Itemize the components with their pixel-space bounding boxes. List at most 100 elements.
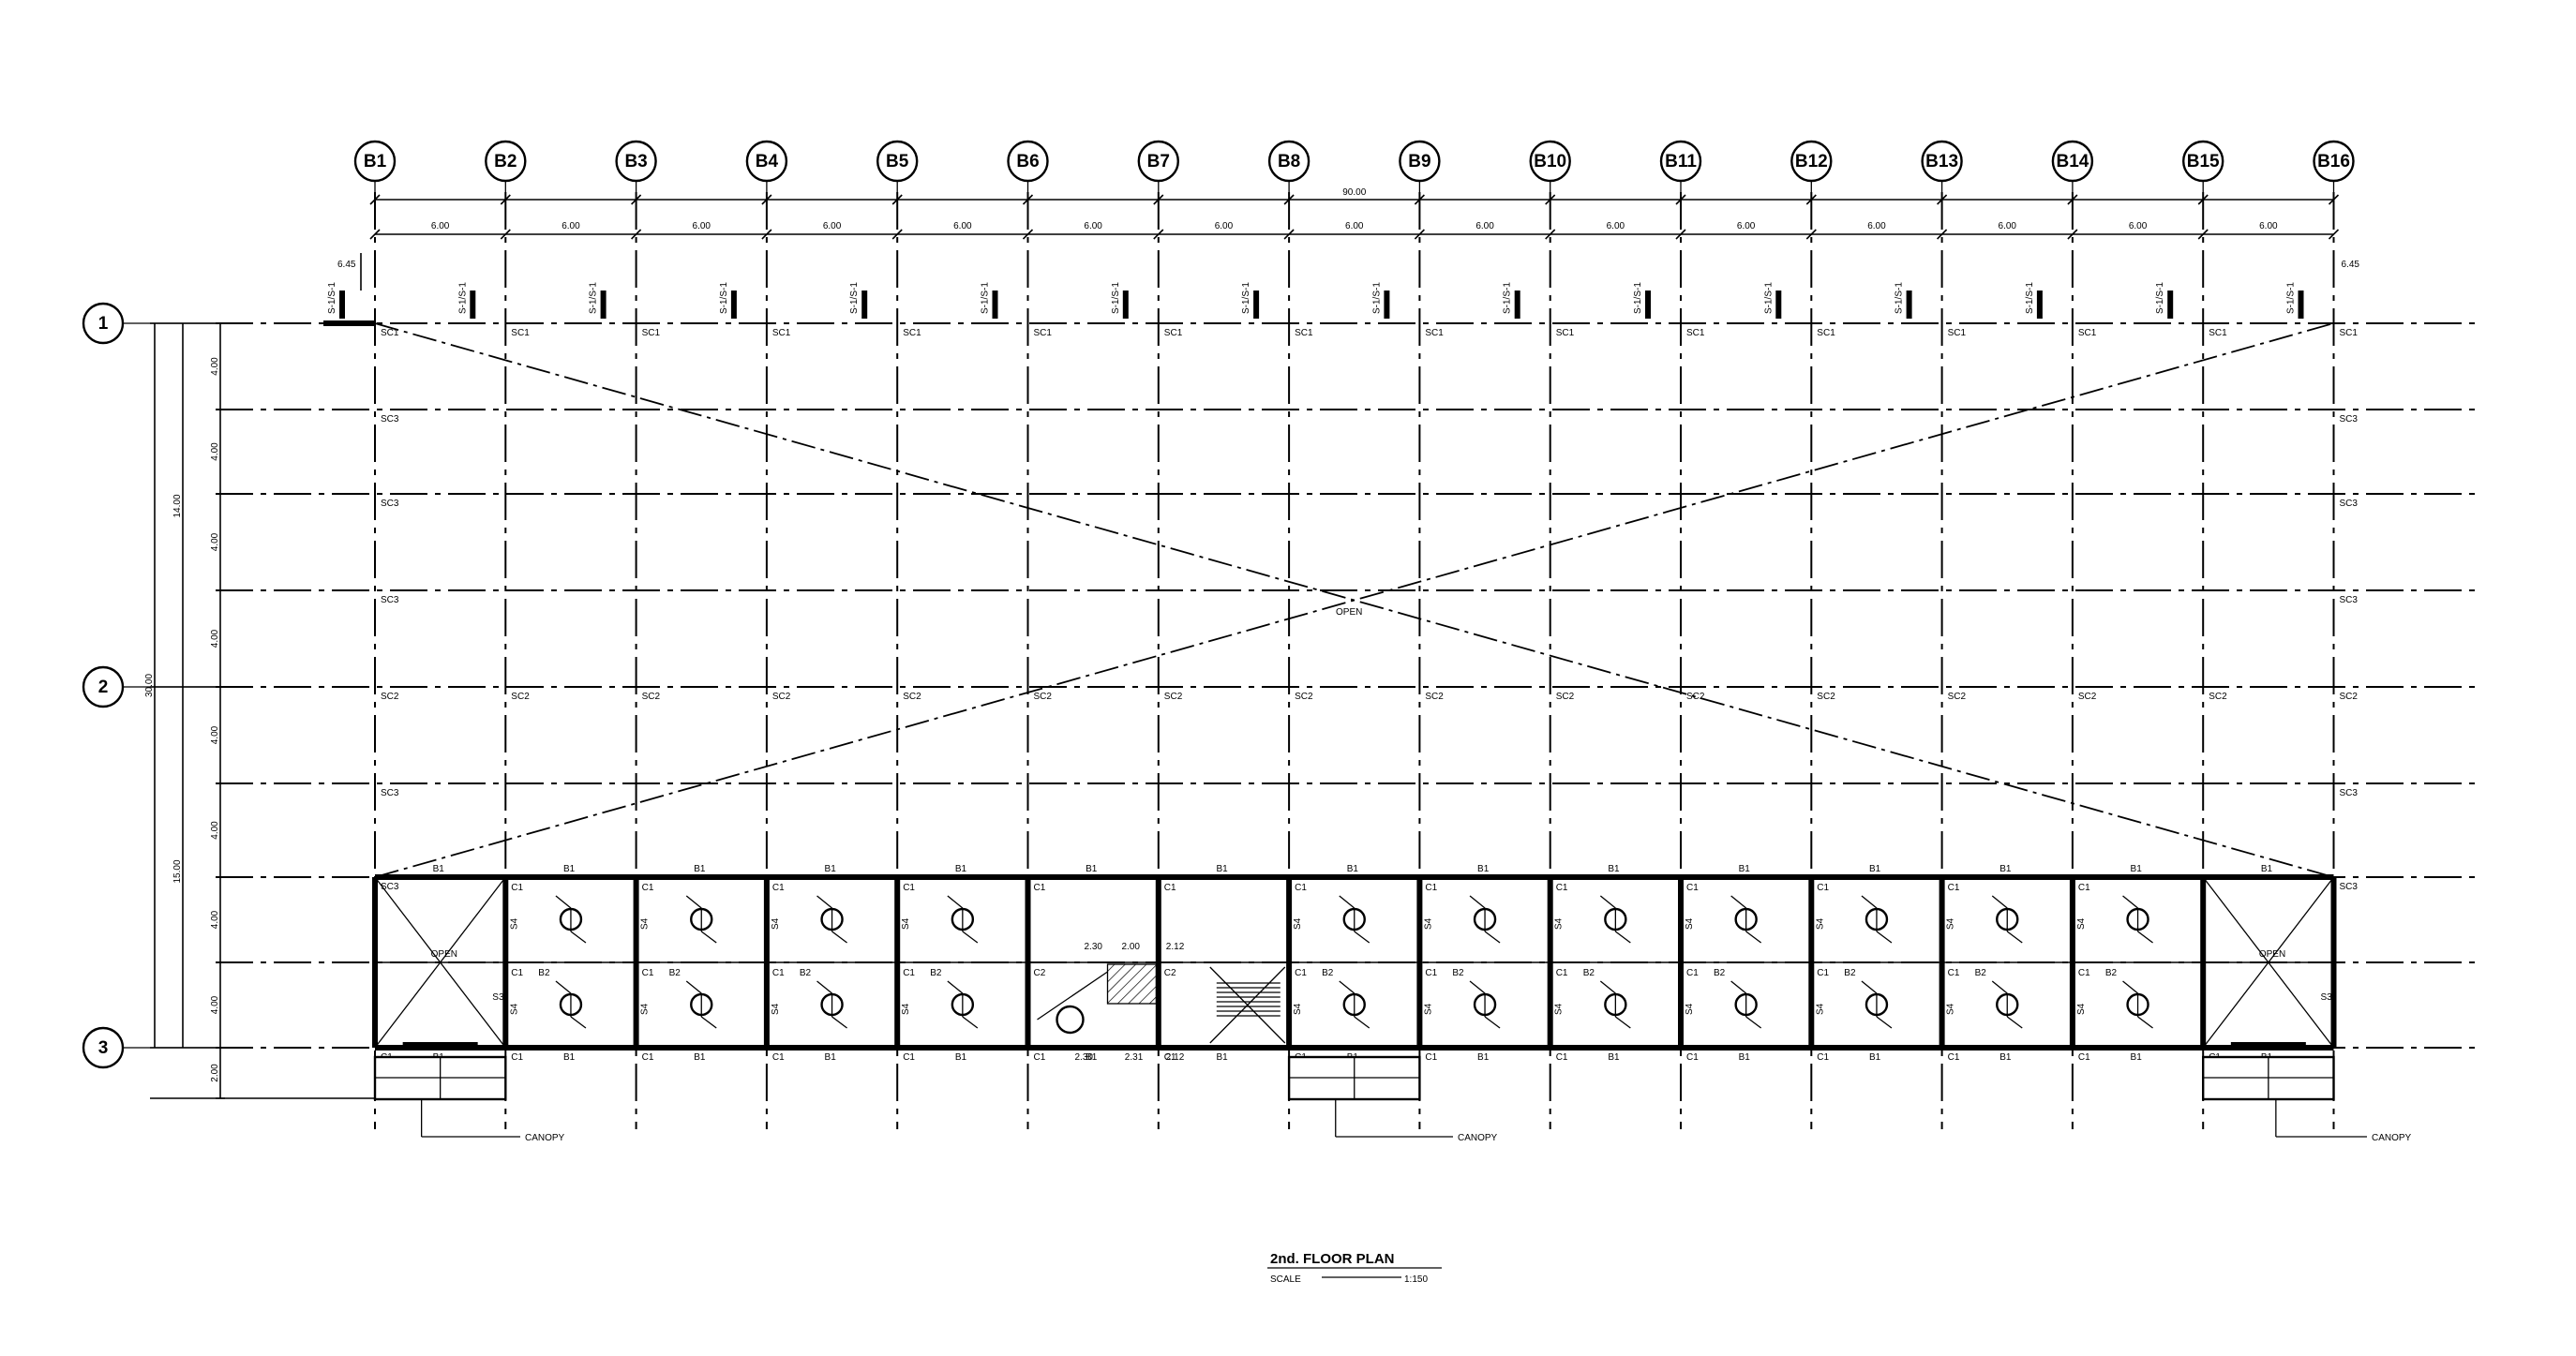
span-arrow-bot-4-1: [962, 1016, 979, 1029]
vdim-bay-2: 4.00: [210, 532, 220, 551]
section-mark-2: S-1/S-1: [589, 282, 599, 314]
drawing-title: 2nd. FLOOR PLAN: [1270, 1251, 1395, 1267]
grid-bubble-B14: [2051, 140, 2094, 183]
dim-tick-0: [369, 229, 381, 240]
bay-dim-text-11: 6.00: [1867, 221, 1886, 231]
dim-tick-11: [1805, 229, 1817, 240]
beam-label-b-3: B1: [825, 1052, 837, 1063]
span-arrow-bot-11-0: [1876, 931, 1893, 944]
section-mark-12: S-1/S-1: [1895, 282, 1905, 314]
grid-bubble-B10: [1529, 140, 1571, 183]
dim-tick-top-2: [631, 194, 642, 205]
bay-dim-text-6: 6.00: [1215, 221, 1234, 231]
grid-bubble-label-B8: B8: [1278, 152, 1300, 171]
grid-bubble-B1: [353, 140, 397, 183]
dim-tick-top-5: [1022, 194, 1034, 205]
beam-label-c-12: C1: [1948, 1052, 1960, 1063]
slab-label-right-2: SC3: [2340, 595, 2359, 605]
bay-b2-13-1: B2: [2105, 968, 2118, 978]
span-arrow-top-11-0: [1861, 895, 1878, 909]
section-mark-4: S-1/S-1: [849, 282, 860, 314]
beam-label-b-2: B1: [694, 1052, 706, 1063]
span-arrow-top-9-1: [1599, 980, 1616, 994]
beam-label-top-5: B1: [1086, 864, 1098, 874]
edge-dim-right: 6.45: [2342, 260, 2360, 270]
bay-dim-text-5: 6.00: [1084, 221, 1102, 231]
slab-label-right-4: SC3: [2340, 882, 2359, 892]
vdim-bottom: 2.00: [210, 1064, 220, 1082]
bay-dim-text-10: 6.00: [1737, 221, 1756, 231]
stair-dim-2: 2.12: [1166, 942, 1185, 952]
grid-bubble-row-label-2: 2: [98, 678, 109, 697]
span-arrow-top-1-0: [555, 895, 572, 909]
span-arrow-bot-9-1: [1614, 1016, 1631, 1029]
grid-bubble-label-B6: B6: [1016, 152, 1039, 171]
dim-tick-12: [1937, 229, 1948, 240]
bay-dim-text-7: 6.00: [1345, 221, 1364, 231]
open-bay-x2-14: [2202, 876, 2335, 1049]
beam-label-b-8: B1: [1477, 1052, 1490, 1063]
span-arrow-top-4-0: [947, 895, 964, 909]
bay-dim-text-4: 6.00: [953, 221, 972, 231]
bay-s-3-0: S4: [771, 917, 781, 930]
slab-label-row1-1: SC1: [511, 328, 530, 338]
slab-label-row2-0: SC2: [381, 692, 399, 702]
bay-s-9-1: S4: [1554, 1003, 1565, 1015]
bay-c-12-0: C1: [1948, 883, 1960, 893]
vdim-upper: 14.00: [172, 494, 183, 517]
grid-bubble-label-B5: B5: [886, 152, 909, 171]
span-arrow-bot-2-0: [700, 931, 717, 944]
bay-c2-6: C2: [1164, 968, 1176, 978]
bay-c-13-0: C1: [2078, 883, 2090, 893]
bay-b2-10-1: B2: [1714, 968, 1726, 978]
slab-label-row1-7: SC1: [1295, 328, 1313, 338]
bay-c-2-1: C1: [642, 968, 654, 978]
bay-c-2-0: C1: [642, 883, 654, 893]
bay-c1-6: C1: [1164, 883, 1176, 893]
grid-bubble-B3: [615, 140, 657, 183]
grid-bubble-row-1: [82, 302, 125, 345]
beam-label-c-10: C1: [1686, 1052, 1699, 1063]
open-bay-x2-0: [374, 876, 506, 1049]
slab-label-row2-10: SC2: [1686, 692, 1705, 702]
bay-dim-text-12: 6.00: [1999, 221, 2017, 231]
slab-label-left-3: SC3: [381, 788, 399, 798]
span-arrow-bot-3-0: [831, 931, 847, 944]
grid-bubble-label-B10: B10: [1534, 152, 1566, 171]
beam-label-top-9: B1: [1608, 864, 1620, 874]
grid-bubble-B5: [876, 140, 919, 183]
beam-label-top-12: B1: [1999, 864, 2012, 874]
bay-dim-text-1: 6.00: [562, 221, 580, 231]
bay-b2-3-1: B2: [800, 968, 812, 978]
span-arrow-top-8-1: [1469, 980, 1486, 994]
slab-label-left-1: SC3: [381, 499, 399, 509]
grid-bubble-B7: [1137, 140, 1180, 183]
bay-b2-8-1: B2: [1452, 968, 1464, 978]
span-arrow-top-10-1: [1730, 980, 1747, 994]
grid-bubble-B13: [1921, 140, 1963, 183]
span-arrow-top-10-0: [1730, 895, 1747, 909]
stair-tag: [1056, 1005, 1085, 1035]
span-arrow-bot-9-0: [1614, 931, 1631, 944]
bay-dim-text-3: 6.00: [823, 221, 842, 231]
grid-bubble-label-B2: B2: [494, 152, 517, 171]
grid-bubble-row-label-3: 3: [98, 1038, 109, 1058]
section-mark-11: S-1/S-1: [1763, 282, 1774, 314]
bay-s-8-0: S4: [1423, 917, 1433, 930]
span-arrow-bot-1-1: [570, 1016, 587, 1029]
section-mark-14: S-1/S-1: [2155, 282, 2165, 314]
dim-tick-3: [761, 229, 772, 240]
beam-label-top-1: B1: [563, 864, 576, 874]
slab-label-row1-15: SC1: [2340, 328, 2359, 338]
dim-tick-top-13: [2067, 194, 2078, 205]
bay-c-3-1: C1: [772, 968, 785, 978]
grid-bubble-B8: [1267, 140, 1310, 183]
grid-bubble-B12: [1790, 140, 1833, 183]
section-mark-15: S-1/S-1: [2286, 282, 2297, 314]
canopy-label-1: CANOPY: [1458, 1133, 1498, 1143]
beam-label-b-10: B1: [1739, 1052, 1751, 1063]
grid-bubble-B16: [2313, 140, 2355, 183]
stair-dim-4: 2.30: [1075, 1052, 1094, 1063]
bay-s-10-1: S4: [1685, 1003, 1695, 1015]
bay-b2-12-1: B2: [1975, 968, 1987, 978]
